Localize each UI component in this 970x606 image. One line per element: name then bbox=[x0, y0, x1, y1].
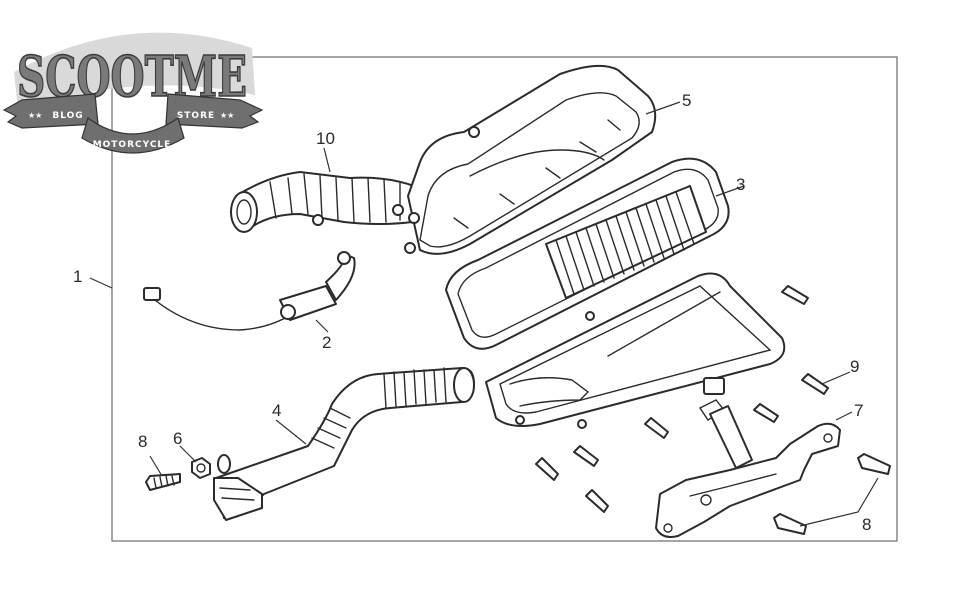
callout-5: 5 bbox=[682, 91, 691, 110]
part-10-intake-duct bbox=[230, 171, 415, 233]
logo-ribbon-bottom-text: MOTORCYCLE bbox=[93, 140, 172, 150]
part-4-outlet-duct bbox=[213, 367, 475, 521]
part-9-screw bbox=[535, 285, 829, 513]
part-5-airbox-cover bbox=[404, 64, 657, 255]
callout-4: 4 bbox=[272, 401, 281, 420]
scootme-logo: SCOOTME BLOG ★★ STORE ★★ MOTORCYCLE bbox=[2, 32, 264, 154]
callout-8-left: 8 bbox=[138, 432, 147, 451]
part-1-airbox-base bbox=[485, 272, 786, 469]
part-3-filter bbox=[445, 157, 730, 350]
callout-8-right: 8 bbox=[862, 515, 871, 534]
logo-ribbon-left bbox=[2, 93, 99, 129]
part-2-breather-hose bbox=[143, 251, 356, 331]
part-6-nut bbox=[191, 457, 211, 479]
callout-3: 3 bbox=[736, 175, 745, 194]
diagram-frame bbox=[111, 56, 898, 542]
callout-10: 10 bbox=[316, 129, 335, 148]
part-7-bracket bbox=[655, 422, 841, 538]
leader-lines bbox=[89, 101, 879, 527]
callout-7: 7 bbox=[854, 401, 863, 420]
screw-set bbox=[145, 285, 891, 535]
logo-shadow bbox=[14, 32, 255, 110]
star-icon: ★★ bbox=[28, 111, 42, 120]
callout-labels: 1 2 3 4 5 6 7 8 8 9 10 bbox=[73, 91, 871, 534]
callout-9: 9 bbox=[850, 357, 859, 376]
part-8-screw-right bbox=[773, 453, 891, 535]
star-icon: ★★ bbox=[220, 111, 234, 120]
logo-ribbon-right-text: STORE bbox=[177, 111, 215, 121]
callout-6: 6 bbox=[173, 429, 182, 448]
logo-ribbon-left-text: BLOG bbox=[52, 111, 83, 121]
logo-ribbon-bottom bbox=[81, 117, 185, 154]
callout-2: 2 bbox=[322, 333, 331, 352]
callout-1: 1 bbox=[73, 267, 82, 286]
part-8-screw-left bbox=[145, 473, 181, 491]
